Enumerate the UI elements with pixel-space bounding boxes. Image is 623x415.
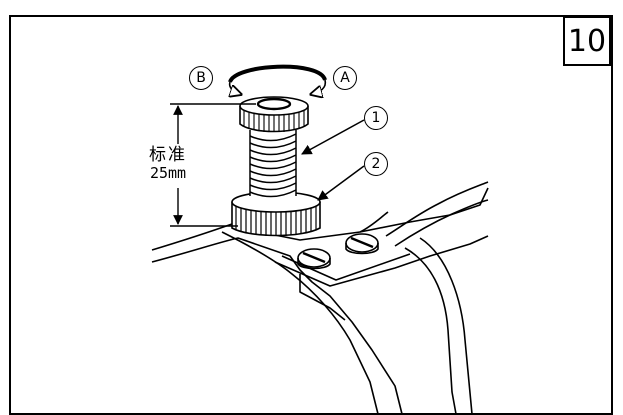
threaded-spring xyxy=(249,128,297,200)
callout-a-direction: A xyxy=(333,66,357,90)
base-screws xyxy=(297,233,379,270)
dimension-guides xyxy=(170,103,256,227)
callout-b-direction: B xyxy=(189,66,213,90)
dimension-standard-label: 标准 xyxy=(149,145,187,165)
callout-2-knurled-nut: 2 xyxy=(364,152,388,176)
upper-knurled-cap xyxy=(239,96,309,133)
dimension-value: 25mm xyxy=(149,163,187,182)
dimension-label: 标准 25mm xyxy=(138,145,198,182)
step-number-badge: 10 xyxy=(563,16,611,66)
page-border xyxy=(9,15,613,415)
leader-lines xyxy=(301,119,365,201)
rotation-arrow xyxy=(228,64,327,94)
machine-body xyxy=(151,181,489,415)
callout-1-threaded-rod: 1 xyxy=(364,106,388,130)
lower-knurled-nut xyxy=(231,191,321,237)
